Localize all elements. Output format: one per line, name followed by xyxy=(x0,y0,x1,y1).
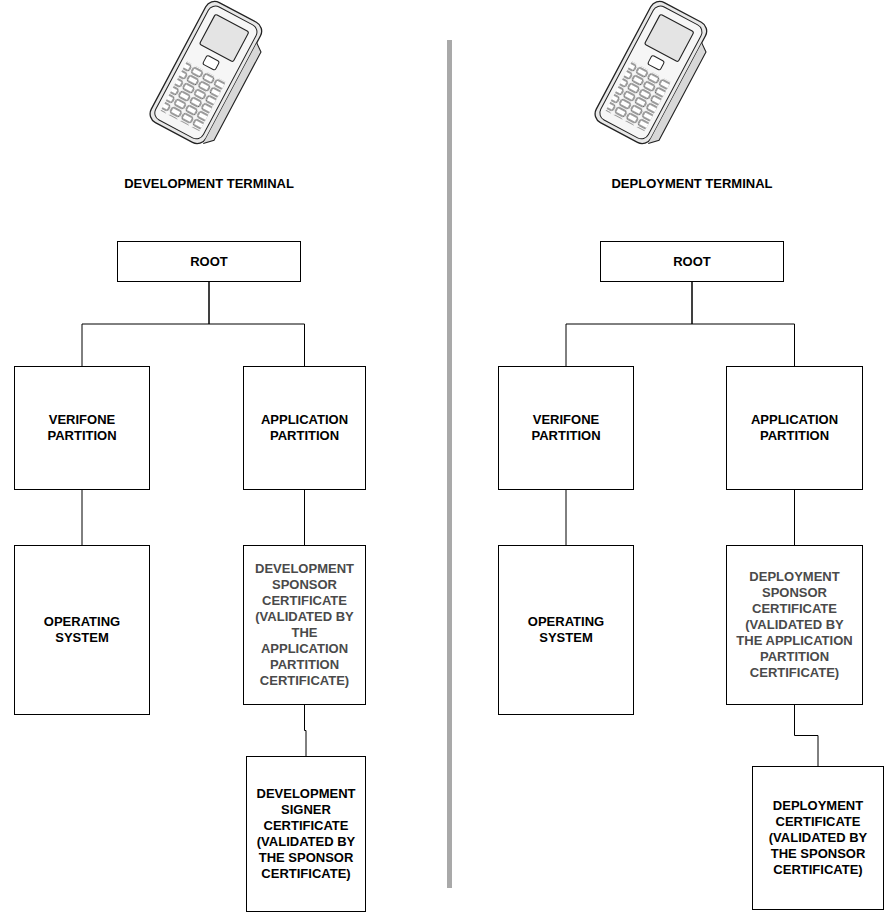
tree-connector xyxy=(209,282,305,366)
terminal-illustration xyxy=(592,0,718,151)
partition-box: DEPLOYMENT SPONSOR CERTIFICATE (VALIDATE… xyxy=(726,545,863,705)
root-box: ROOT xyxy=(600,241,784,282)
box-label: OPERATING SYSTEM xyxy=(503,614,629,646)
tree-connector xyxy=(566,490,567,545)
tree-connector xyxy=(82,490,83,545)
partition-box: DEVELOPMENT SIGNER CERTIFICATE (VALIDATE… xyxy=(246,756,366,912)
tree-connector xyxy=(794,490,795,545)
box-label: APPLICATION PARTITION xyxy=(248,412,361,444)
terminal-caption: DEPLOYMENT TERMINAL xyxy=(611,176,772,191)
divider-line xyxy=(447,40,452,888)
box-label: ROOT xyxy=(673,254,711,270)
partition-box: VERIFONE PARTITION xyxy=(14,366,150,490)
tree-connector xyxy=(304,490,305,545)
partition-box: APPLICATION PARTITION xyxy=(726,366,863,490)
terminal-illustration xyxy=(147,0,273,151)
tree-connector xyxy=(795,705,819,766)
partition-box: VERIFONE PARTITION xyxy=(498,366,634,490)
box-label: OPERATING SYSTEM xyxy=(19,614,145,646)
partition-box: DEPLOYMENT CERTIFICATE (VALIDATED BY THE… xyxy=(752,766,884,910)
partition-box: OPERATING SYSTEM xyxy=(498,545,634,715)
tree-connector xyxy=(82,282,209,366)
tree-connector xyxy=(305,705,307,756)
box-label: DEVELOPMENT SPONSOR CERTIFICATE (VALIDAT… xyxy=(248,561,361,689)
box-label: DEPLOYMENT SPONSOR CERTIFICATE (VALIDATE… xyxy=(731,569,858,681)
tree-connector xyxy=(566,282,692,366)
tree-connector xyxy=(692,282,795,366)
box-label: DEVELOPMENT SIGNER CERTIFICATE (VALIDATE… xyxy=(251,786,361,882)
partition-box: APPLICATION PARTITION xyxy=(243,366,366,490)
box-label: DEPLOYMENT CERTIFICATE (VALIDATED BY THE… xyxy=(757,798,879,878)
root-box: ROOT xyxy=(117,241,301,282)
box-label: ROOT xyxy=(190,254,228,270)
box-label: VERIFONE PARTITION xyxy=(19,412,145,444)
box-label: APPLICATION PARTITION xyxy=(731,412,858,444)
partition-box: OPERATING SYSTEM xyxy=(14,545,150,715)
terminal-caption: DEVELOPMENT TERMINAL xyxy=(124,176,294,191)
box-label: VERIFONE PARTITION xyxy=(503,412,629,444)
partition-box: DEVELOPMENT SPONSOR CERTIFICATE (VALIDAT… xyxy=(243,545,366,705)
